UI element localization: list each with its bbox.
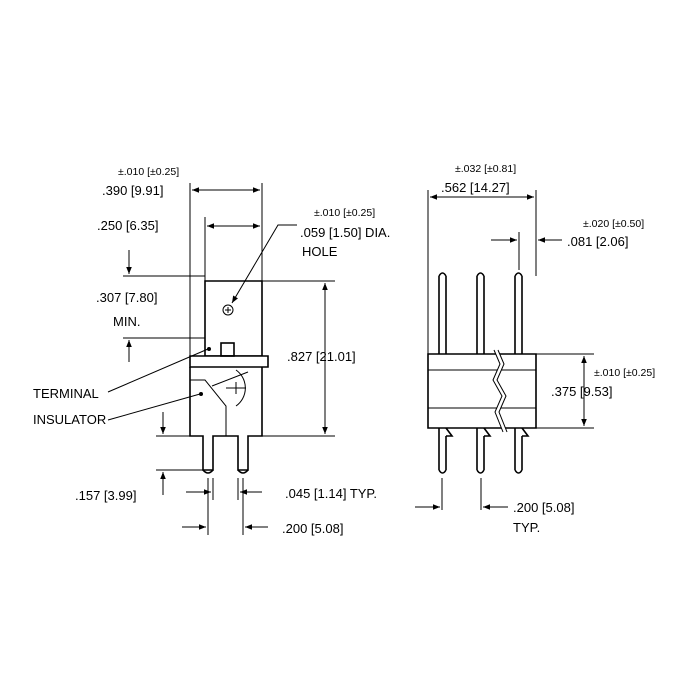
overall-width-dimension: .390 [9.91] <box>102 183 163 198</box>
terminal-side-body <box>189 280 269 474</box>
terminal-label: TERMINAL <box>33 386 99 401</box>
hole-label: HOLE <box>302 244 338 259</box>
pin-width-tolerance: ±.020 [±0.50] <box>583 218 644 230</box>
overall-width-tolerance: ±.010 [±0.25] <box>118 166 179 178</box>
pin-width-dimension: .045 [1.14] TYP. <box>285 486 377 501</box>
height-dimension: .827 [21.01] <box>287 349 356 364</box>
insulator-label: INSULATOR <box>33 412 106 427</box>
pin-length-dimension: .157 [3.99] <box>75 488 136 503</box>
hole-tolerance: ±.010 [±0.25] <box>314 207 375 219</box>
pin-width-dimension: .081 [2.06] <box>567 234 628 249</box>
terminal-front-body <box>427 272 537 474</box>
right-view: ±.032 [±0.81] .562 [14.27] ±.020 [±0.50]… <box>415 163 655 535</box>
insulator-height-dimension: .375 [9.53] <box>551 384 612 399</box>
width-tolerance: ±.032 [±0.81] <box>455 163 516 175</box>
pitch-note: TYP. <box>513 520 540 535</box>
width-dimension: .562 [14.27] <box>441 180 510 195</box>
pitch-dimension: .200 [5.08] <box>513 500 574 515</box>
insulator-height-tolerance: ±.010 [±0.25] <box>594 367 655 379</box>
left-view: ±.010 [±0.25] .390 [9.91] .250 [6.35] ±.… <box>33 166 390 536</box>
hole-diameter-dimension: .059 [1.50] DIA. <box>300 225 390 240</box>
tab-length-dimension: .307 [7.80] <box>96 290 157 305</box>
tab-width-dimension: .250 [6.35] <box>97 218 158 233</box>
tab-length-note: MIN. <box>113 314 140 329</box>
pin-pitch-dimension: .200 [5.08] <box>282 521 343 536</box>
